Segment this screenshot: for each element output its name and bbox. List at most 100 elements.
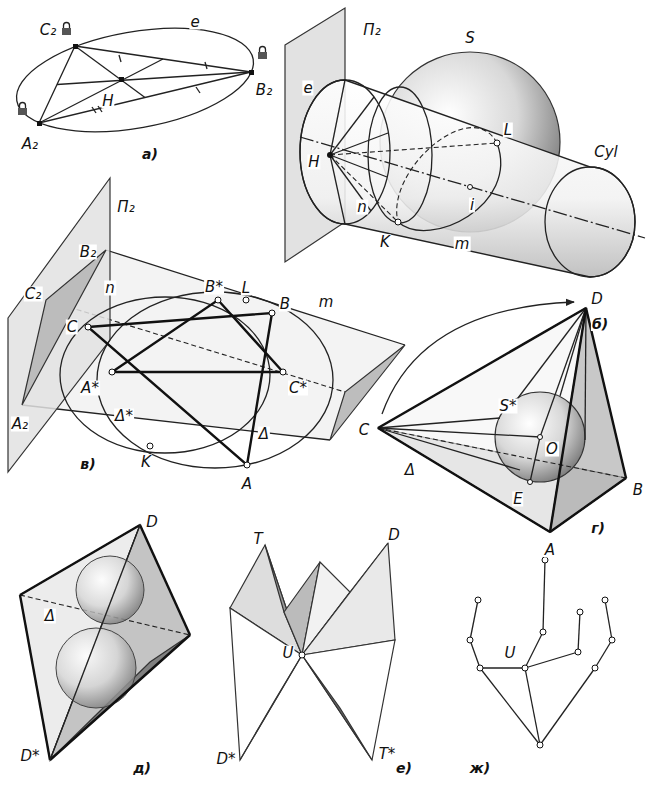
point-label: S <box>464 31 476 46</box>
rotation-arc <box>382 302 574 414</box>
graph-vertex <box>592 665 598 671</box>
point-label: C₂ <box>39 23 58 38</box>
graph-edge <box>470 600 478 640</box>
panel-letter: д) <box>132 761 152 775</box>
point <box>215 297 221 303</box>
graph-vertex <box>475 597 481 603</box>
point <box>243 297 249 303</box>
fan-line <box>330 155 345 224</box>
triangle-delta <box>88 313 272 465</box>
point-label: Δ <box>44 609 56 624</box>
tangent-line <box>378 428 520 470</box>
graph-vertex <box>537 742 543 748</box>
tangent-line <box>540 308 586 437</box>
bipyramid-face <box>50 525 190 760</box>
point-label: П₂ <box>116 200 135 215</box>
panel-letter: г) <box>590 521 606 535</box>
graph-vertex <box>602 597 608 603</box>
point-label: C <box>66 320 78 335</box>
point <box>269 310 275 316</box>
hidden-line <box>330 155 398 222</box>
lock-icon <box>258 52 267 59</box>
graph-edge <box>595 640 612 668</box>
point <box>494 140 500 146</box>
point-label: B <box>279 297 291 312</box>
vertex-point <box>249 70 254 75</box>
graph-vertex <box>467 637 473 643</box>
folded-face <box>240 655 302 760</box>
graph-vertex <box>477 665 483 671</box>
folded-face <box>230 608 302 760</box>
panel-letter: а) <box>141 147 159 161</box>
point-label: n <box>356 200 368 215</box>
point-label: L <box>503 123 513 138</box>
hidden-edge <box>378 428 626 478</box>
graph-edge <box>480 668 540 745</box>
point-label: A₂ <box>21 137 39 152</box>
graph-edge <box>480 667 525 668</box>
graph-edge <box>525 652 578 668</box>
tick-mark <box>119 55 121 62</box>
tick-mark <box>205 62 207 69</box>
bipyramid-edge <box>50 635 190 760</box>
lock-icon <box>18 108 27 115</box>
panel-letter: ж) <box>469 761 491 775</box>
intersection-curve-m <box>398 143 501 231</box>
tetra-edge <box>378 428 550 532</box>
point-label: i <box>469 198 475 213</box>
point <box>538 435 543 440</box>
graph-edge <box>543 560 545 632</box>
point-label: U <box>282 646 295 661</box>
vertex-point <box>37 121 42 126</box>
point-label: A <box>241 477 253 492</box>
point-label: K <box>140 455 152 470</box>
fan-line <box>330 80 345 155</box>
point-label: m <box>318 295 335 310</box>
point-label: n <box>104 281 116 296</box>
panel-letter: б) <box>591 317 609 331</box>
tick-mark <box>92 107 96 113</box>
point <box>244 462 250 468</box>
point-label: D <box>145 515 159 530</box>
point <box>147 443 153 449</box>
point-label: П₂ <box>362 23 381 38</box>
graph-edge <box>540 668 595 745</box>
point-label: O <box>545 442 559 457</box>
ellipse-e <box>8 12 261 148</box>
point-label: L <box>241 281 251 296</box>
point-label: E <box>512 492 523 507</box>
graph-vertex <box>609 637 615 643</box>
point-label: S* <box>498 399 517 414</box>
cylinder <box>300 80 635 277</box>
point <box>280 369 286 375</box>
intersection-curve-m <box>397 128 497 222</box>
point-label: D <box>590 292 604 307</box>
point <box>528 480 533 485</box>
graph-vertex <box>575 649 581 655</box>
prism-edge <box>22 405 330 440</box>
median <box>57 72 251 85</box>
panel-letter: е) <box>395 761 413 775</box>
tetra-edge <box>586 308 626 478</box>
graph-edge <box>525 632 543 668</box>
bipyramid-edge <box>140 525 190 635</box>
radius-line <box>530 437 540 482</box>
lock-icon <box>260 47 266 53</box>
tangent-line <box>585 308 586 440</box>
graph-edge <box>578 612 580 652</box>
tetra-edge <box>550 308 586 532</box>
bipyramid-edge <box>50 525 140 760</box>
point <box>468 185 473 190</box>
graph-vertex <box>522 665 528 671</box>
point-label: B* <box>204 280 224 295</box>
point <box>85 324 91 330</box>
median <box>39 59 163 123</box>
point-label: K <box>379 235 391 250</box>
point-label: Cyl <box>593 145 619 160</box>
point-label: H <box>307 155 320 170</box>
point-label: A <box>544 543 556 558</box>
graph-edge <box>470 640 480 668</box>
tick-mark <box>196 87 200 93</box>
point-label: B₂ <box>79 245 97 260</box>
